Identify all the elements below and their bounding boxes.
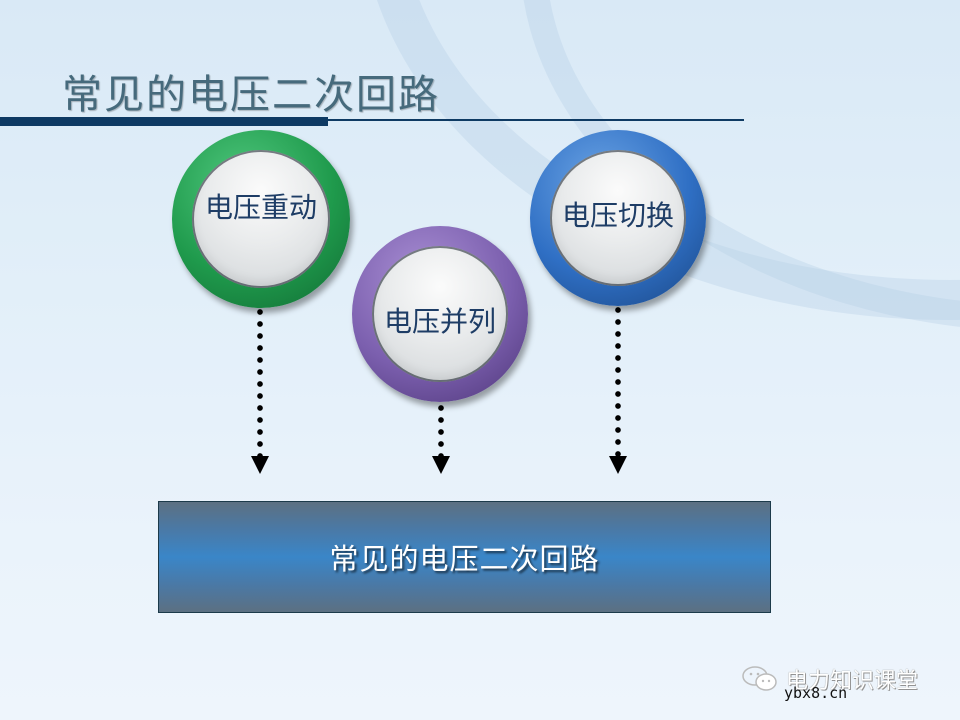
node-voltage-paralleling: 电压并列 xyxy=(352,226,528,402)
node-label: 电压并列 xyxy=(383,305,496,338)
dotted-connector xyxy=(257,306,263,456)
target-label: 常见的电压二次回路 xyxy=(329,542,600,576)
title-rule-thin xyxy=(328,119,744,121)
node-label: 电压切换 xyxy=(561,199,674,232)
arrow-down-icon xyxy=(609,456,627,474)
node-voltage-reclosing: 电压重动 xyxy=(172,130,350,308)
node-inner-disc xyxy=(550,150,686,286)
watermark: 电力知识课堂 ybx8.cn xyxy=(740,664,919,702)
node-voltage-switching: 电压切换 xyxy=(530,130,706,306)
page-title: 常见的电压二次回路 xyxy=(62,72,440,118)
dotted-connector xyxy=(438,402,444,456)
node-inner-disc xyxy=(192,150,330,288)
node-inner-disc xyxy=(372,246,508,382)
title-rule-thick xyxy=(0,117,328,126)
target-box: 常见的电压二次回路 xyxy=(158,501,771,613)
arrow-down-icon xyxy=(251,456,269,474)
watermark-site: ybx8.cn xyxy=(784,684,848,702)
dotted-connector xyxy=(615,304,621,456)
arrow-down-icon xyxy=(432,456,450,474)
node-label: 电压重动 xyxy=(204,191,317,224)
wechat-icon xyxy=(742,666,777,691)
watermark-brand: 电力知识课堂 xyxy=(786,669,919,694)
